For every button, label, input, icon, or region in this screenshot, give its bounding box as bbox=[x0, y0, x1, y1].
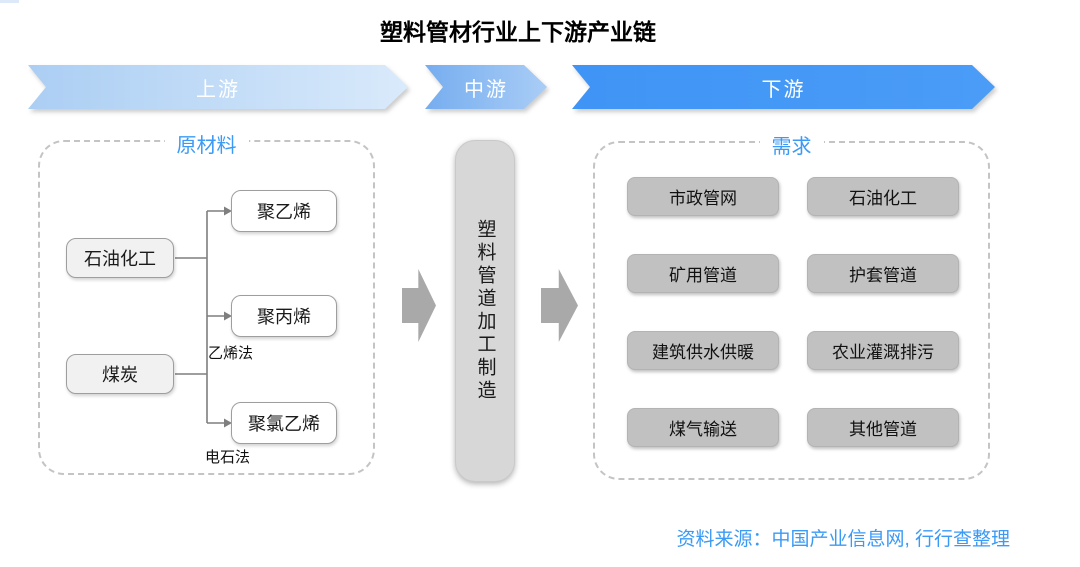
banner-upstream: 上游 bbox=[28, 65, 408, 109]
demand-item-petrochemical: 石油化工 bbox=[807, 177, 959, 216]
process-box: 塑料管道加工制造 bbox=[455, 140, 515, 482]
demand-item-agriculture: 农业灌溉排污 bbox=[807, 331, 959, 370]
demand-item-mining: 矿用管道 bbox=[627, 254, 779, 293]
banner-downstream: 下游 bbox=[572, 65, 995, 109]
demand-item-sheath: 护套管道 bbox=[807, 254, 959, 293]
flow-arrow-left bbox=[402, 269, 436, 342]
demand-item-label: 煤气输送 bbox=[669, 420, 737, 439]
connector-lines bbox=[175, 206, 232, 428]
demand-item-label: 矿用管道 bbox=[669, 266, 737, 285]
corner-artifact bbox=[0, 0, 19, 3]
banner-downstream-shape: 下游 bbox=[572, 65, 995, 109]
source-box-label: 石油化工 bbox=[84, 249, 156, 269]
raw-materials-panel: 原材料 石油化工 煤炭 聚乙烯 聚丙烯 bbox=[38, 129, 375, 475]
banner-upstream-shape: 上游 bbox=[28, 65, 408, 109]
banner-midstream: 中游 bbox=[425, 65, 547, 109]
source-box-label: 煤炭 bbox=[102, 365, 138, 385]
product-box-pvc: 聚氯乙烯 bbox=[231, 402, 337, 444]
page-title: 塑料管材行业上下游产业链 bbox=[380, 19, 656, 45]
demand-item-label: 市政管网 bbox=[669, 189, 737, 208]
flow-arrow-right bbox=[541, 269, 578, 342]
demand-item-label: 护套管道 bbox=[849, 266, 917, 285]
demand-item-label: 其他管道 bbox=[849, 420, 917, 439]
product-box-label: 聚丙烯 bbox=[257, 307, 311, 327]
process-note-carbide: 电石法 bbox=[205, 449, 251, 466]
product-box-polyethylene: 聚乙烯 bbox=[231, 190, 337, 232]
source-note: 资料来源：中国产业信息网, 行行查整理 bbox=[676, 529, 1010, 550]
banner-midstream-label: 中游 bbox=[464, 78, 508, 101]
source-box-petrochemical: 石油化工 bbox=[66, 238, 174, 278]
demand-panel: 需求 市政管网 石油化工 矿用管道 护套管道 建筑供水供暖 农业灌溉排污 煤气输… bbox=[593, 130, 990, 480]
process-note-ethylene: 乙烯法 bbox=[208, 345, 254, 362]
process-box-label: 塑料管道加工制造 bbox=[474, 219, 496, 403]
demand-label: 需求 bbox=[759, 130, 824, 159]
demand-item-municipal: 市政管网 bbox=[627, 177, 779, 216]
product-box-polypropylene: 聚丙烯 bbox=[231, 295, 337, 337]
banner-upstream-label: 上游 bbox=[196, 78, 240, 101]
product-box-label: 聚乙烯 bbox=[257, 202, 311, 222]
demand-item-label: 农业灌溉排污 bbox=[832, 343, 934, 362]
product-box-label: 聚氯乙烯 bbox=[248, 414, 320, 434]
demand-item-gas: 煤气输送 bbox=[627, 408, 779, 447]
banner-midstream-shape: 中游 bbox=[425, 65, 547, 109]
raw-materials-label: 原材料 bbox=[164, 129, 249, 158]
demand-item-building-water: 建筑供水供暖 bbox=[627, 331, 779, 370]
source-box-coal: 煤炭 bbox=[66, 354, 174, 394]
demand-item-other: 其他管道 bbox=[807, 408, 959, 447]
demand-item-label: 建筑供水供暖 bbox=[652, 343, 754, 362]
banner-downstream-label: 下游 bbox=[761, 78, 806, 101]
demand-item-label: 石油化工 bbox=[849, 189, 917, 208]
